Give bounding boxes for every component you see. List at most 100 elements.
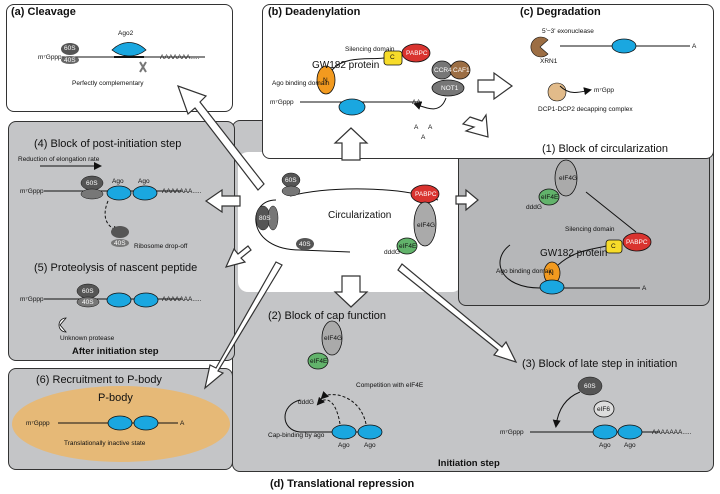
late-step-title: (3) Block of late step in initiation: [522, 358, 678, 370]
ago-3a: [592, 424, 618, 440]
not1-label: NOT1: [441, 85, 459, 92]
ago-b: [338, 98, 366, 116]
degradation-diagram: [530, 36, 690, 102]
ribo-80s-left2: [267, 205, 279, 231]
circularization-label: Circularization: [328, 210, 392, 221]
ago-2a: [331, 424, 357, 440]
ago-1: [539, 279, 565, 295]
a-b-2: A: [428, 124, 433, 131]
circularization-diagram: [255, 172, 440, 255]
state-label: Translationally inactive state: [64, 440, 146, 447]
gw-n-b: [316, 65, 336, 95]
ribo-60s-3: [577, 376, 603, 396]
ago-3a-label: Ago: [599, 442, 611, 449]
ago-6a: [107, 415, 133, 431]
arrow-to-degradation: [477, 71, 514, 101]
ago-4a-label: Ago: [112, 178, 124, 185]
ribo-60s-drop: [111, 226, 129, 238]
silencing-label-b: Silencing domain: [345, 46, 395, 53]
deadenylation-title: (b) Deadenylation: [268, 6, 361, 18]
pabpc-b-label: PABPC: [406, 50, 428, 57]
mrna-b: m⁷Gppp: [270, 99, 294, 106]
xrn1-pacman: [530, 36, 549, 58]
cleavage-diagram: [61, 42, 205, 73]
ribo-40s-4: [80, 188, 104, 200]
mrna-6: m⁷Gppp: [26, 420, 50, 427]
a-b-3: A: [421, 134, 426, 141]
cap-center-label: dddG: [384, 249, 400, 256]
s40-center-label: 40S: [299, 241, 311, 248]
init-step-label: Initiation step: [438, 458, 500, 469]
mrna-4: m⁷Gppp: [20, 188, 44, 195]
ccr4-label: CCR4: [434, 67, 452, 74]
ago2-scissor: [111, 42, 147, 57]
ago-5b: [133, 292, 159, 308]
ribo-60s-a: [61, 43, 79, 55]
pbody-label: P-body: [98, 392, 133, 404]
block-circularization-panel: [458, 132, 710, 306]
s60-4-label: 60S: [86, 180, 98, 187]
arrow-to-cleavage: [177, 85, 265, 191]
post-init-diagram: [40, 162, 182, 247]
arrow-to-cap: [333, 275, 369, 308]
gw-c-1: [605, 239, 623, 254]
eif4g-2: [321, 320, 343, 356]
s60-5-label: 60S: [82, 288, 94, 295]
cap-binding-label: Cap-binding by ago: [268, 432, 325, 439]
eif4g-center: [413, 201, 437, 247]
cleavage-title: (a) Cleavage: [11, 6, 76, 18]
late-step-diagram: [530, 376, 660, 440]
cleavage-polya: AAAAAAA.....: [160, 54, 200, 61]
ribo-40s-center: [281, 185, 301, 197]
after-init-label: After initiation step: [72, 346, 159, 357]
ago-2b: [357, 424, 383, 440]
gw182-label-b: GW182 protein: [312, 60, 380, 71]
s40-4-label: 40S: [114, 240, 126, 247]
gw-c-b: [383, 50, 403, 66]
eif4e-center-label: eIF4E: [399, 243, 417, 250]
arrow-to-block-circ: [455, 188, 479, 212]
pbody-title: (6) Recruitment to P-body: [36, 374, 162, 386]
pabpc-center-label: PABPC: [415, 191, 437, 198]
protease-pacman: [58, 317, 67, 333]
arrow-to-post-init: [204, 188, 241, 214]
eif4e-center: [396, 237, 418, 255]
ribo-40s-drop: [111, 239, 129, 247]
cleavage-mrna: m⁷Gppp: [38, 54, 62, 61]
eif6-label: eIF6: [597, 406, 611, 413]
ago-c: [611, 38, 637, 54]
ribo-bottom-60s: [296, 238, 314, 250]
dcp-label: DCP1-DCP2 decapping complex: [538, 106, 633, 113]
not1: [431, 79, 465, 97]
pabpc-b: [401, 43, 431, 63]
eif4g-1-label: eIF4G: [559, 175, 578, 182]
ago-3b: [617, 424, 643, 440]
gw182-label-1: GW182 protein: [540, 248, 608, 259]
eif4g-center-label: eIF4G: [417, 222, 436, 229]
cap-function-diagram: [284, 320, 383, 440]
pabpc-1: [622, 232, 652, 252]
block-circ-title: (1) Block of circularization: [542, 143, 668, 155]
c-b-label: C: [390, 54, 395, 61]
reduction-label: Reduction of elongation rate: [18, 156, 100, 163]
exo-label: 5'−3' exonuclease: [542, 28, 594, 35]
caf1: [449, 60, 471, 80]
a-6: A: [180, 420, 185, 427]
a-1-label: A: [642, 285, 647, 292]
eif4e-1: [538, 188, 560, 206]
proteolysis-title: (5) Proteolysis of nascent peptide: [34, 262, 198, 274]
s60-3-label: 60S: [584, 383, 596, 390]
arrow-to-late: [397, 263, 518, 364]
eif6-3: [593, 400, 615, 418]
cleavage-40s: 40S: [64, 57, 76, 64]
n-1-label: N: [549, 270, 554, 277]
pbody-diagram: [58, 415, 178, 431]
ago-binding-label-b: Ago binding domain: [272, 80, 330, 87]
hollow-arrows: [177, 71, 518, 390]
ago-4a: [106, 185, 132, 201]
degradation-title: (c) Degradation: [520, 6, 601, 18]
cleavage-ago-label: Ago2: [118, 30, 134, 37]
ago-5a: [106, 292, 132, 308]
competition-label: Competition with eIF4E: [356, 382, 424, 389]
